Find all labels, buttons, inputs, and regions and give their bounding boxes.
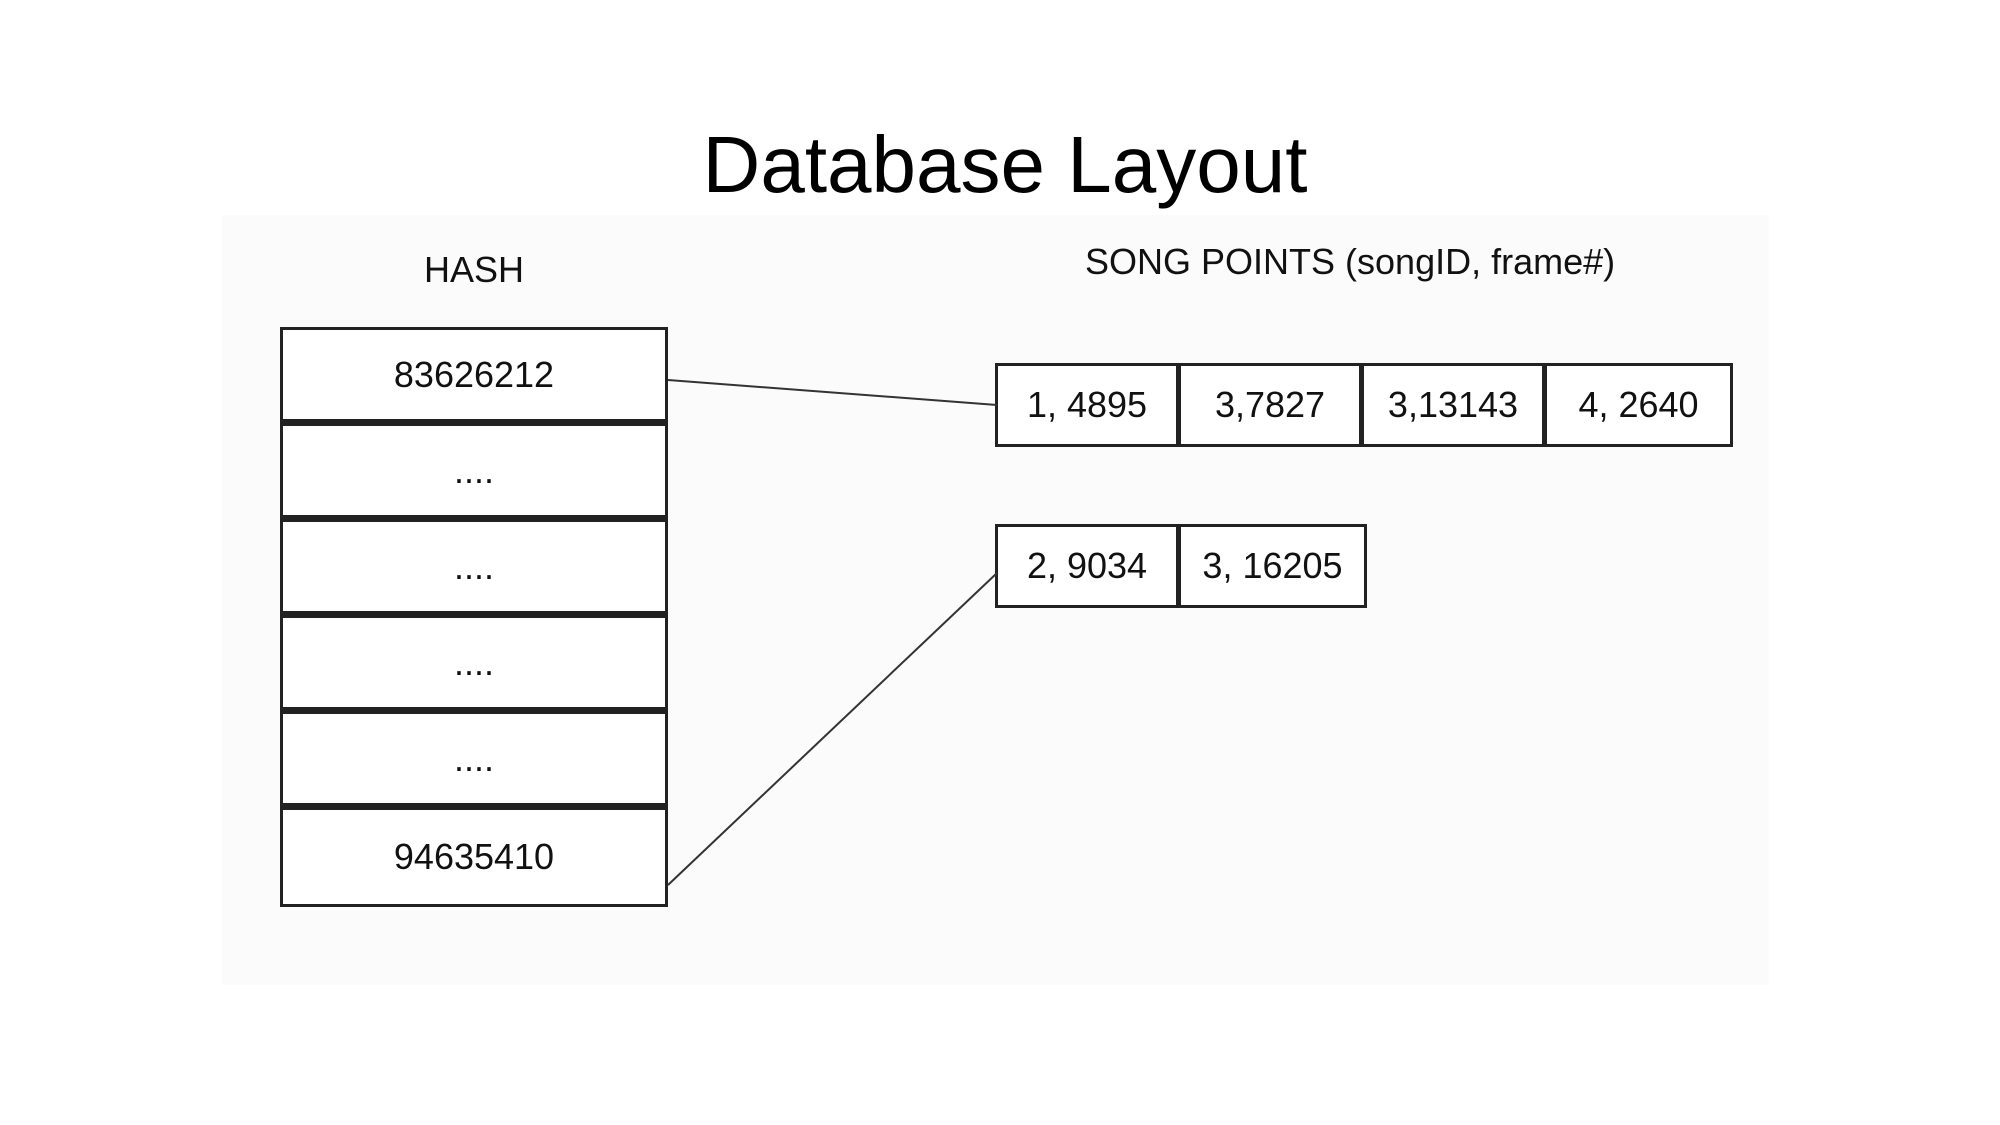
hash-row: 94635410: [393, 836, 555, 877]
song-point-cell: 1, 4895: [998, 366, 1181, 444]
hash-row: ....: [283, 618, 665, 714]
song-points-list-first: 1, 4895 3,7827 3,13143 4, 2640: [995, 363, 1733, 447]
song-points-list-second: 2, 9034 3, 16205: [995, 524, 1367, 608]
hash-row: ....: [283, 426, 665, 522]
song-point-cell: 3,13143: [1364, 366, 1547, 444]
song-point-cell: 3,7827: [1181, 366, 1364, 444]
song-point-cell: 4, 2640: [1578, 384, 1699, 425]
hash-table: 83626212 .... .... .... .... 94635410: [280, 327, 668, 907]
song-point-cell: 2, 9034: [998, 527, 1181, 605]
hash-row: ....: [283, 522, 665, 618]
song-point-cell: 3, 16205: [1202, 545, 1343, 586]
hash-column-label: HASH: [424, 249, 525, 290]
hash-row: 83626212: [283, 330, 665, 426]
slide-title: Database Layout: [702, 120, 1308, 209]
song-points-column-label: SONG POINTS (songID, frame#): [1085, 241, 1616, 282]
hash-row: ....: [283, 714, 665, 810]
